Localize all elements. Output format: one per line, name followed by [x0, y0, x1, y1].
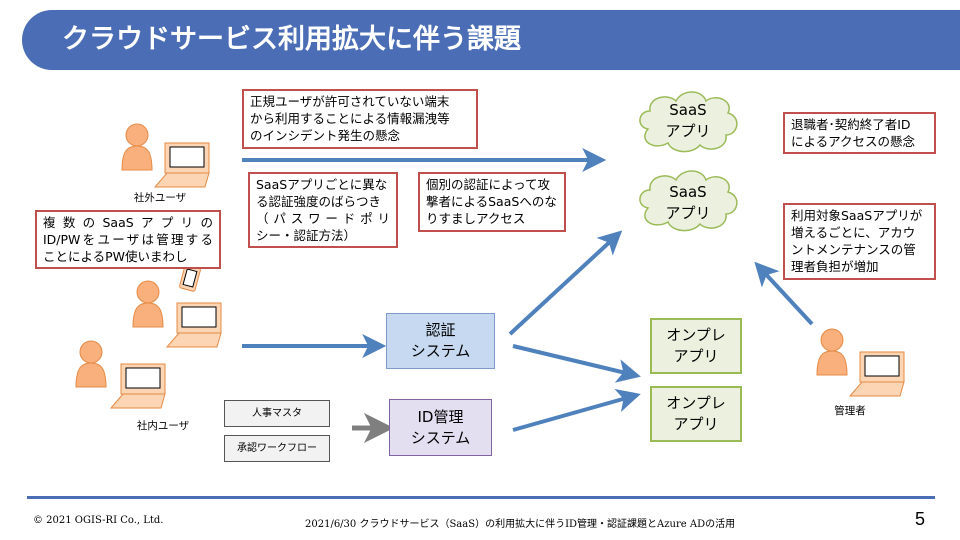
arrow-auth-to-onprem [512, 344, 641, 383]
onprem-app-label: オンプレ [666, 394, 726, 412]
saas-app-label: アプリ [665, 204, 711, 222]
callout-line: によるアクセスの懸念 [791, 134, 916, 149]
saas-app-label: アプリ [665, 122, 711, 140]
external-user-label: 社外ユーザ [133, 192, 187, 204]
saas-app-1: SaaS アプリ [638, 100, 738, 142]
arrow-idm-to-onprem [512, 388, 641, 432]
auth-system-box: 認証 システム [386, 313, 495, 369]
callout-line: る認証強度のばらつき [256, 194, 382, 209]
callout-line: SaaSアプリごとに異な [256, 177, 388, 192]
saas-app-label: SaaS [669, 183, 707, 201]
internal-user-person-icon-1 [132, 280, 164, 328]
id-management-system-box: ID管理 システム [389, 399, 492, 456]
callout-line: から利用することによる情報漏洩等 [250, 111, 450, 126]
callout-line: 複数のSaaSアプリの [43, 215, 213, 230]
idm-system-label: ID管理 [417, 407, 464, 426]
idm-system-label: システム [410, 428, 471, 447]
internal-user-laptop-icon-2 [110, 363, 166, 409]
smartphone-icon [179, 264, 201, 292]
hr-master-box: 人事マスタ [224, 400, 330, 427]
external-user-person-icon [121, 123, 153, 171]
approval-workflow-box: 承認ワークフロー [224, 435, 330, 462]
callout-line: 正規ユーザが許可されていない端末 [250, 94, 450, 109]
admin-label: 管理者 [834, 405, 866, 417]
internal-user-person-icon-2 [75, 340, 107, 388]
title-banner [22, 10, 960, 70]
callout-auth-strength: SaaSアプリごとに異な る認証強度のばらつき （パスワードポリ シー・認証方法… [248, 172, 398, 248]
auth-system-label: システム [410, 342, 471, 360]
callout-line: 利用対象SaaSアプリが [791, 208, 923, 223]
footer-divider [27, 496, 935, 499]
callout-unauthorized-device: 正規ユーザが許可されていない端末 から利用することによる情報漏洩等 のインシデン… [242, 89, 478, 149]
callout-line: 退職者･契約終了者ID [791, 117, 911, 132]
callout-line: 個別の認証によって攻 [426, 177, 551, 192]
callout-line: シー・認証方法） [256, 228, 357, 243]
onprem-app-label: オンプレ [666, 326, 726, 344]
callout-line: 理者負担が増加 [791, 259, 879, 274]
callout-line: 増えるごとに、アカウ [791, 225, 916, 240]
internal-user-label: 社内ユーザ [136, 420, 190, 432]
saas-app-2: SaaS アプリ [638, 182, 738, 224]
internal-user-laptop-icon-1 [166, 302, 222, 348]
onprem-app-2: オンプレ アプリ [650, 386, 742, 442]
slide-title: クラウドサービス利用拡大に伴う課題 [62, 24, 521, 55]
external-user-laptop-icon [154, 142, 210, 188]
admin-laptop-icon [849, 351, 905, 397]
callout-impersonation: 個別の認証によって攻 撃者によるSaaSへのな りすましアクセス [418, 172, 566, 232]
callout-line: 撃者によるSaaSへのな [426, 194, 557, 209]
callout-admin-burden: 利用対象SaaSアプリが 増えるごとに、アカウ ントメンテナンスの管 理者負担が… [783, 203, 936, 280]
callout-line: のインシデント発生の懸念 [250, 128, 401, 143]
callout-line: （パスワードポリ [256, 211, 390, 226]
arrow-auth-to-saas [508, 230, 623, 336]
footer-copyright: © 2021 OGIS-RI Co., Ltd. [33, 515, 164, 526]
callout-line: ことによるPW使いまわし [43, 249, 188, 264]
onprem-app-1: オンプレ アプリ [650, 318, 742, 374]
callout-line: ントメンテナンスの管 [791, 242, 916, 257]
admin-person-icon [816, 328, 848, 376]
callout-retired-ids: 退職者･契約終了者ID によるアクセスの懸念 [783, 112, 936, 154]
page-number: 5 [915, 509, 926, 529]
onprem-app-label: アプリ [673, 415, 719, 433]
callout-password-reuse: 複数のSaaSアプリの ID/PWをユーザは管理する ことによるPW使いまわし [35, 210, 221, 269]
arrow-admin-to-saas [754, 261, 814, 326]
onprem-app-label: アプリ [673, 347, 719, 365]
auth-system-label: 認証 [425, 321, 456, 339]
footer-subtitle: 2021/6/30 クラウドサービス（SaaS）の利用拡大に伴うID管理・認証課… [305, 519, 736, 530]
callout-line: りすましアクセス [426, 211, 526, 226]
callout-line: ID/PWをユーザは管理する [43, 232, 213, 247]
saas-app-label: SaaS [669, 101, 707, 119]
